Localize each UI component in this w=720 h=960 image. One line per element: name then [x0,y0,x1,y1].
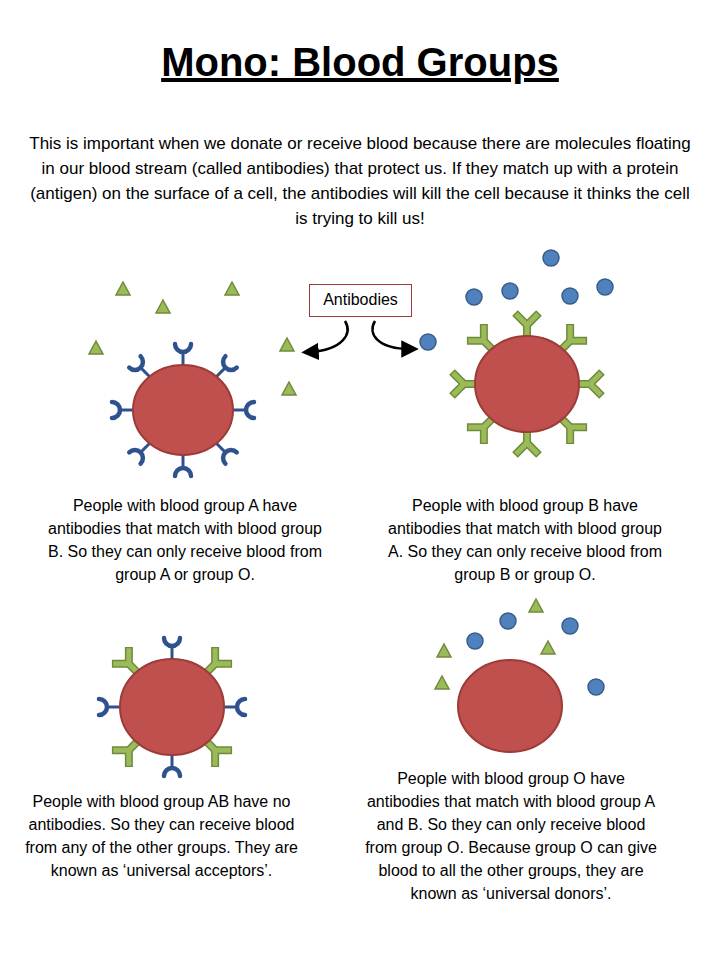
green-antigen-receptor [515,313,539,337]
blue-antibody-receptor [232,402,254,418]
green-antibody [280,338,294,351]
blue-antibody [500,613,516,629]
antibodies-box: Antibodies [309,284,412,317]
box-label: Antibodies [323,290,398,310]
blue-antibody [562,618,578,634]
green-antibody [529,599,543,612]
blue-antibody [502,283,518,299]
red-blood-cell [475,336,579,432]
green-antigen-receptor [515,431,539,455]
green-antibody [435,676,449,689]
blue-antibody [597,279,613,295]
cell-ab [99,638,245,776]
blue-antibody-receptor [112,402,134,418]
red-blood-cell [120,659,224,755]
blue-antibody-receptor [175,454,191,476]
blue-antibody [420,334,436,350]
blue-antibody [562,288,578,304]
green-antigen-receptor [578,372,602,396]
green-antigen-receptor [452,372,476,396]
blue-antibody [588,679,604,695]
blue-antibody-receptor [164,754,180,776]
blue-antibody-receptor [99,699,121,715]
red-blood-cell [458,660,562,752]
blue-antibody-receptor [175,344,191,366]
cell-a [89,282,296,476]
green-antibody [437,644,451,657]
blue-antibody-receptor [164,638,180,660]
caption-text: People with blood group B have antibodie… [380,494,670,586]
cell-o [435,599,604,752]
page-title: Mono: Blood Groups [0,38,720,86]
leader-arrow [310,321,348,352]
red-blood-cell [133,365,233,455]
blue-antibody [543,250,559,266]
intro-text: This is important when we donate or rece… [22,131,698,231]
green-antibody [89,341,103,354]
blue-antibody [467,633,483,649]
caption-text: People with blood group AB have no antib… [14,790,309,882]
green-antibody [225,282,239,295]
caption-text: People with blood group O have antibodie… [365,767,657,905]
blue-antibody [466,289,482,305]
green-antibody [541,641,555,654]
green-antibody [282,382,296,395]
green-antibody [156,300,170,313]
blue-antibody-receptor [223,699,245,715]
cell-b [420,250,613,455]
leader-arrow [372,321,410,349]
caption-text: People with blood group A have antibodie… [40,494,330,586]
green-antibody [116,282,130,295]
